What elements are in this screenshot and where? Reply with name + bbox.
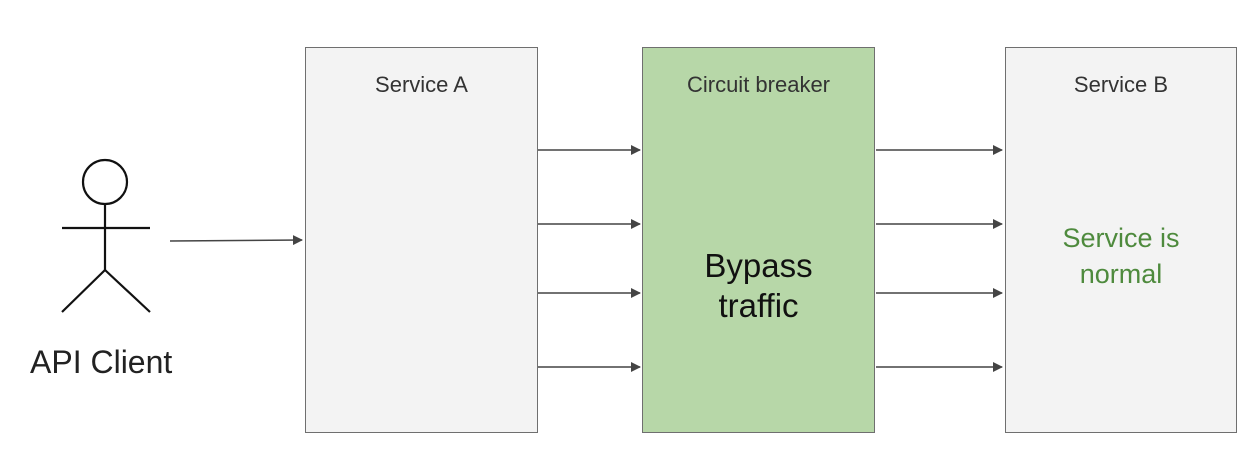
- service-b-title: Service B: [1073, 72, 1169, 97]
- service-a-title: Service A: [375, 72, 468, 97]
- client-right-leg: [104, 269, 151, 313]
- client-to-service-a-arrow: [169, 235, 303, 246]
- client-left-leg: [61, 269, 106, 313]
- api-client-icon: [61, 158, 151, 313]
- circuit-breaker-title: Circuit breaker: [686, 72, 831, 97]
- service-b-box: Service B Service is normal: [1005, 47, 1237, 433]
- service-status-label: Service is normal: [1062, 223, 1180, 289]
- service-a-box: Service A: [305, 47, 538, 433]
- bypass-traffic-label: Bypass traffic: [704, 247, 813, 324]
- client-head: [81, 158, 129, 206]
- circuit-breaker-box: Circuit breaker Bypass traffic: [642, 47, 875, 433]
- api-client-label: API Client: [30, 344, 173, 380]
